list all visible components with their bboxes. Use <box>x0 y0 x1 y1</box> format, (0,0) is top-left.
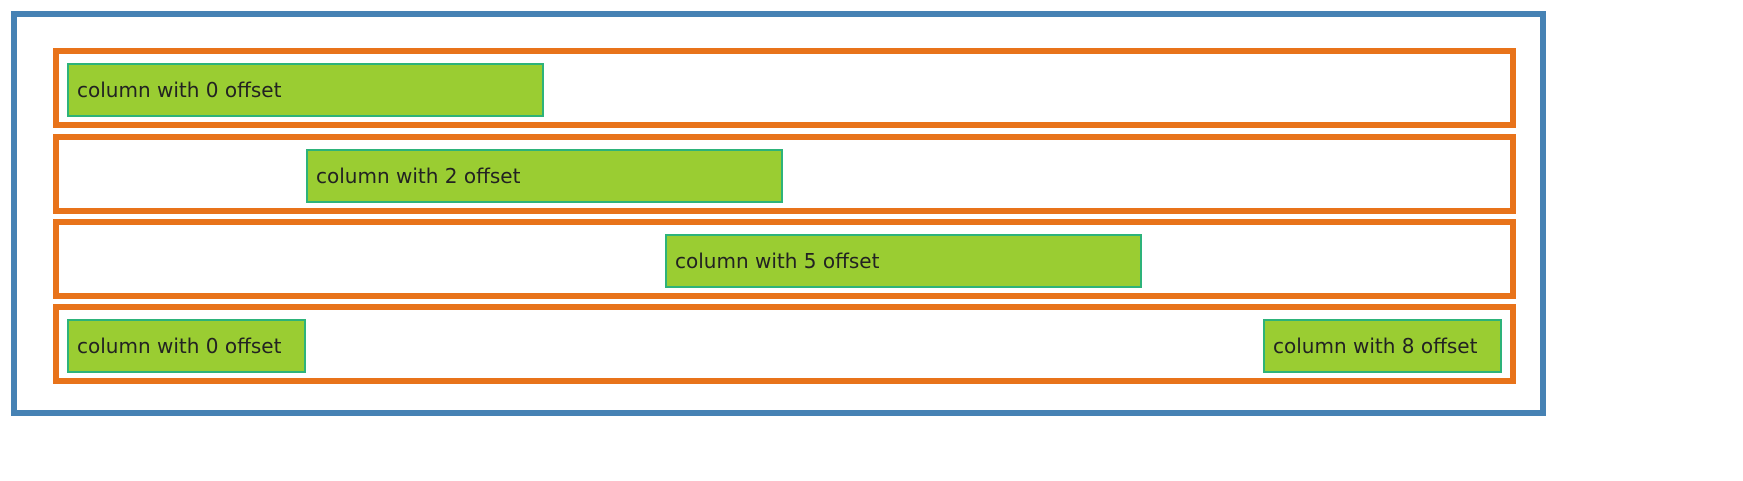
column-offset-0-narrow: column with 0 offset <box>67 319 306 373</box>
row-1: column with 0 offset <box>53 48 1516 128</box>
row-3: column with 5 offset <box>53 219 1516 299</box>
column-offset-0: column with 0 offset <box>67 63 544 117</box>
grid-container: column with 0 offset column with 2 offse… <box>11 11 1546 416</box>
column-offset-5: column with 5 offset <box>665 234 1142 288</box>
column-offset-2: column with 2 offset <box>306 149 783 203</box>
row-4: column with 0 offset column with 8 offse… <box>53 304 1516 384</box>
row-2: column with 2 offset <box>53 134 1516 214</box>
column-offset-8: column with 8 offset <box>1263 319 1502 373</box>
